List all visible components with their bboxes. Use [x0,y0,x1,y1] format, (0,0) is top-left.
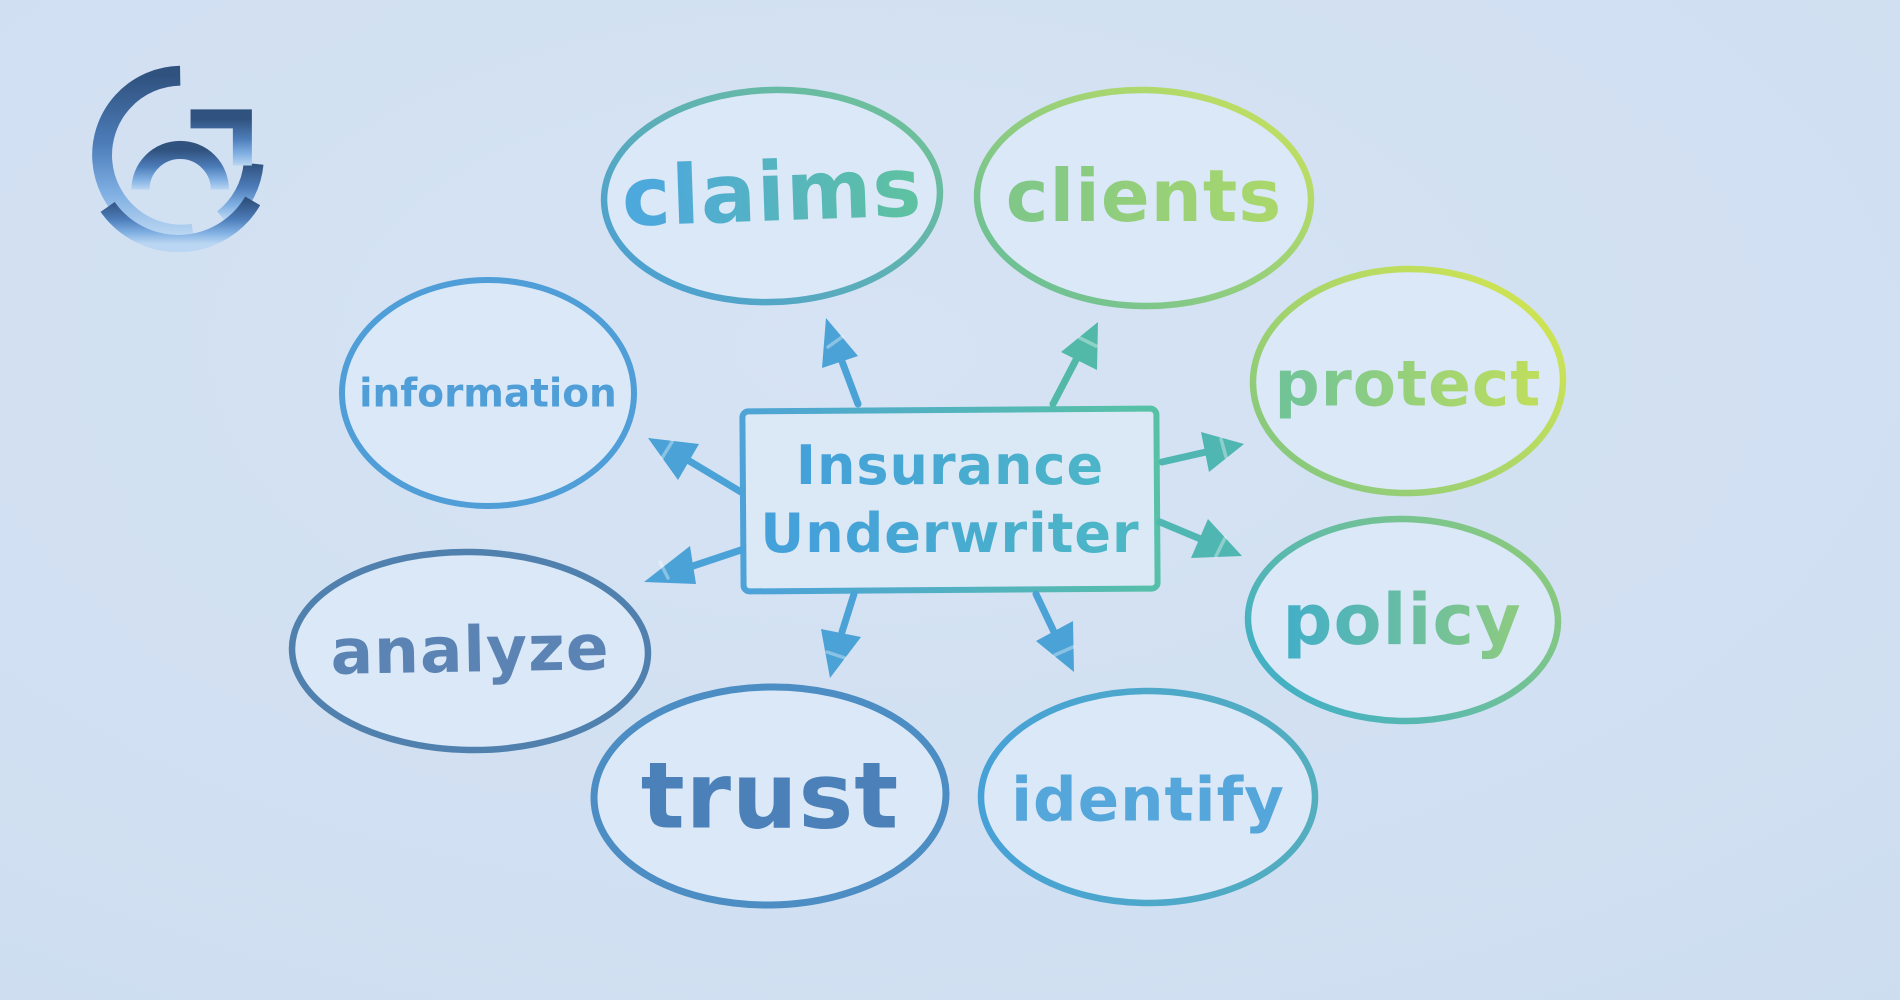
center-node-label: Insurance Underwriter [760,432,1139,568]
topic-label-clients: clients [1005,154,1283,238]
topic-label-trust: trust [640,742,900,850]
logo [80,60,270,253]
connector-arrow-trust [821,590,861,678]
connector-arrow-clients [1049,322,1098,408]
topic-label-policy: policy [1282,579,1522,661]
topic-ellipse-policy [1244,515,1562,725]
connector-arrow-claims [822,318,862,408]
concentric-arcs-logo-icon [92,65,264,253]
topic-ellipse-information [339,277,637,509]
connector-arrow-policy [1156,518,1242,558]
center-node-label-line1: Insurance [795,433,1105,497]
topic-ellipse-claims [600,86,944,306]
topic-label-identify: identify [1011,764,1285,836]
center-node-box [739,405,1161,595]
topic-label-protect: protect [1274,347,1542,421]
center-node-label-line2: Underwriter [760,502,1140,565]
connector-arrow-analyze [644,546,745,584]
topic-ellipse-trust [590,683,950,909]
topic-label-analyze: analyze [329,611,611,689]
connector-arrow-protect [1158,432,1244,472]
connector-arrows [644,318,1244,678]
connector-arrow-information [648,438,745,496]
topic-ellipse-identify [977,687,1319,907]
topic-ellipse-clients [973,86,1315,310]
topic-label-claims: claims [620,140,924,246]
topic-label-information: information [359,371,617,417]
topic-ellipse-analyze [288,548,652,754]
topic-ellipse-protect [1249,265,1567,497]
connector-arrow-identify [1032,590,1075,672]
